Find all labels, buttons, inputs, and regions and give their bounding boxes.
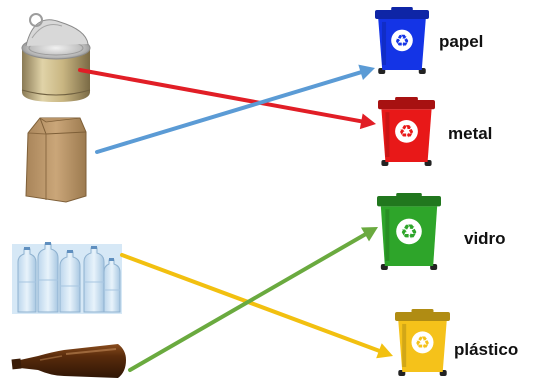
item-plastic-bottles[interactable]: [12, 242, 122, 314]
connector-arrow: [80, 70, 376, 129]
bin-metal[interactable]: ♻: [378, 97, 435, 166]
bin-plástico[interactable]: ♻: [395, 309, 450, 376]
red-recycling-bin-icon: ♻: [378, 97, 435, 166]
recycle-symbol-icon: ♻: [415, 333, 430, 353]
connector-arrow: [122, 255, 393, 358]
bin-label-plastico: plástico: [454, 340, 518, 360]
item-paper-bag[interactable]: [26, 118, 86, 202]
paper-bag-icon: [26, 118, 86, 202]
item-glass-bottle[interactable]: [11, 344, 126, 378]
tin-can-icon: [22, 14, 90, 102]
bin-papel[interactable]: ♻: [375, 7, 429, 74]
connector-arrow: [97, 65, 375, 152]
bin-vidro[interactable]: ♻: [377, 193, 441, 270]
plastic-bottles-icon: [12, 242, 122, 314]
recycle-symbol-icon: ♻: [400, 220, 418, 243]
bin-label-papel: papel: [439, 32, 483, 52]
glass-bottle-icon: [11, 344, 126, 378]
recycle-symbol-icon: ♻: [399, 123, 415, 143]
connector-arrow: [130, 227, 378, 370]
green-recycling-bin-icon: ♻: [377, 193, 441, 270]
item-tin-can[interactable]: [22, 14, 90, 102]
recycle-symbol-icon: ♻: [394, 30, 409, 50]
blue-recycling-bin-icon: ♻: [375, 7, 429, 74]
bin-label-vidro: vidro: [464, 229, 506, 249]
bin-label-metal: metal: [448, 124, 492, 144]
yellow-recycling-bin-icon: ♻: [395, 309, 450, 376]
